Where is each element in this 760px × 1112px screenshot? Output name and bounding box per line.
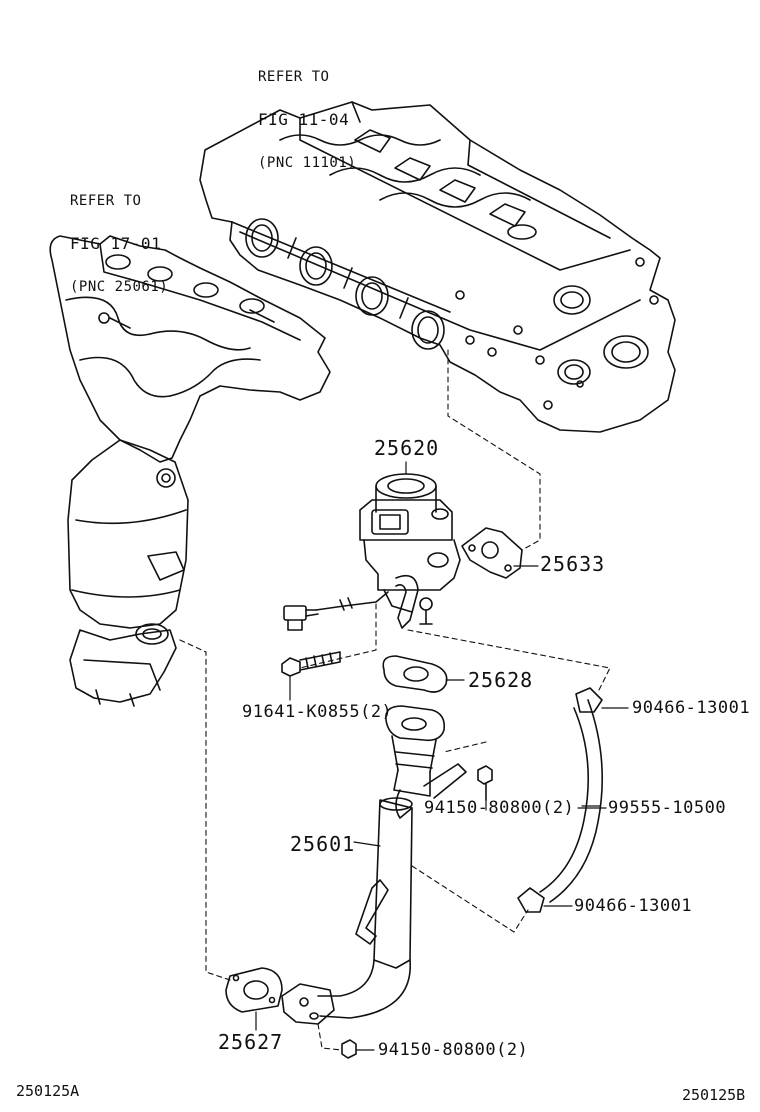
part-label-90466-bot: 90466-13001 [574, 896, 693, 916]
hose-99555 [539, 699, 604, 903]
gasket-25633 [461, 527, 523, 579]
ref-note-line: (PNC 11101) [258, 155, 357, 171]
gasket-25627 [225, 967, 283, 1013]
part-label-94150-bot: 94150-80800(2) [378, 1040, 529, 1060]
clamp-90466-bot [517, 887, 545, 913]
egr-pipe-25601 [281, 705, 467, 1025]
part-label-25627: 25627 [218, 1030, 284, 1054]
ref-note-fig-11-04: REFER TO FIG 11-04 (PNC 11101) [258, 42, 356, 198]
part-label-25601: 25601 [290, 832, 356, 856]
ref-note-fig-17-01: REFER TO FIG 17-01 (PNC 25061) [70, 166, 168, 322]
leader-lines [255, 461, 629, 1051]
nut-94150-mid [477, 765, 493, 801]
ref-note-line: FIG 17-01 [70, 234, 162, 253]
part-label-94150-mid: 94150-80800(2) [424, 798, 575, 818]
part-label-25628: 25628 [468, 668, 534, 692]
exhaust-manifold [49, 235, 331, 488]
egr-valve [283, 473, 461, 631]
part-label-25620: 25620 [374, 436, 440, 460]
part-label-90466-top: 90466-13001 [632, 698, 751, 718]
clamp-90466-top [575, 687, 603, 713]
catalytic-converter [67, 439, 189, 707]
illustration-code-left: 250125A [16, 1082, 80, 1100]
illustration-code-right: 250125B [682, 1086, 746, 1104]
ref-note-line: FIG 11-04 [258, 110, 350, 129]
assembly-dashed-lines [179, 349, 611, 1051]
ref-note-line: (PNC 25061) [70, 279, 169, 295]
ref-note-line: REFER TO [70, 193, 142, 209]
part-label-25633: 25633 [540, 552, 606, 576]
nut-94150-bot [341, 1039, 357, 1059]
gasket-25628 [382, 655, 448, 693]
bolt-91641 [281, 651, 341, 677]
part-label-99555: 99555-10500 [608, 798, 727, 818]
cylinder-head [199, 101, 676, 433]
part-label-91641: 91641-K0855(2) [242, 702, 393, 722]
ref-note-line: REFER TO [258, 69, 330, 85]
